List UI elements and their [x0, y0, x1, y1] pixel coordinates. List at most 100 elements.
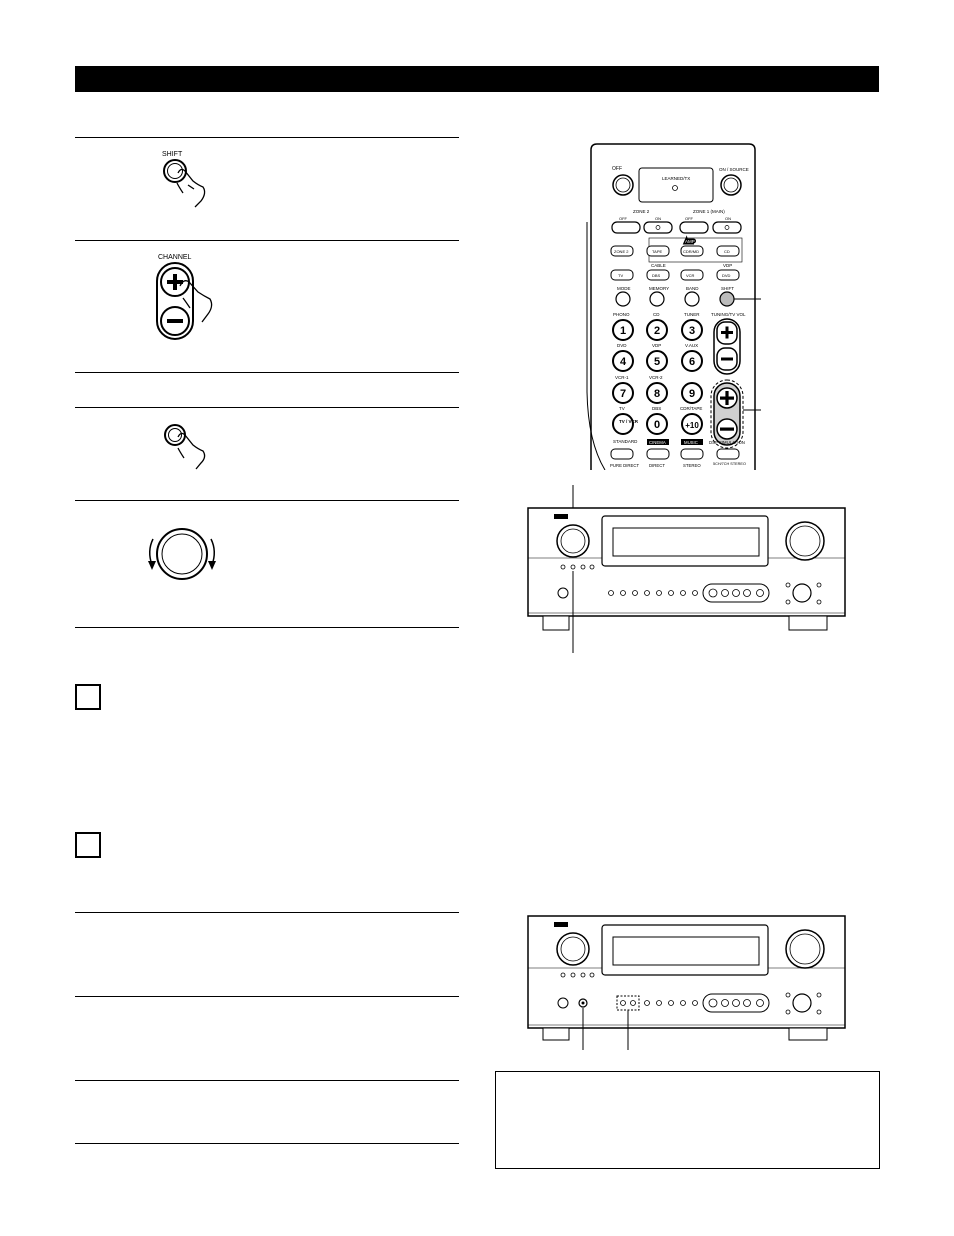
svg-text:OFF: OFF — [685, 216, 694, 221]
channel-press-illustration: CHANNEL — [156, 254, 213, 340]
svg-text:VCR: VCR — [686, 273, 695, 278]
digit-label: 0 — [654, 419, 660, 431]
svg-text:TV / VCR: TV / VCR — [619, 419, 639, 424]
divider — [75, 1143, 459, 1144]
digit-button-2 — [646, 319, 668, 341]
svg-text:ZONE 2: ZONE 2 — [633, 209, 650, 214]
svg-text:DBS: DBS — [652, 406, 661, 411]
svg-text:CD: CD — [653, 312, 660, 317]
brand-logo — [554, 514, 568, 519]
svg-text:ON / SOURCE: ON / SOURCE — [719, 167, 749, 172]
digit-button-7 — [612, 382, 634, 404]
svg-text:CDR/TAPE: CDR/TAPE — [680, 406, 702, 411]
svg-text:ON: ON — [725, 216, 731, 221]
digit-button-4 — [612, 350, 634, 372]
digit-button-9 — [681, 382, 703, 404]
shift-press-illustration: SHIFT — [162, 151, 206, 208]
svg-text:VCR-1: VCR-1 — [615, 375, 629, 380]
svg-text:SHIFT: SHIFT — [721, 286, 734, 291]
svg-text:OFF: OFF — [619, 216, 628, 221]
svg-text:ZONE 1 (MAIN): ZONE 1 (MAIN) — [693, 209, 725, 214]
digit-label: +10 — [685, 421, 699, 430]
section-header-bar — [75, 66, 879, 92]
digit-button-+10 — [681, 413, 703, 435]
svg-text:ON: ON — [655, 216, 661, 221]
digit-label: 4 — [620, 356, 627, 368]
digit-button-6 — [681, 350, 703, 372]
hand-icon — [177, 432, 206, 470]
input-selector-knob — [556, 524, 590, 558]
receiver-front-panel-1 — [527, 485, 846, 653]
divider — [75, 372, 459, 373]
svg-text:ZONE 2: ZONE 2 — [614, 249, 629, 254]
step-number-box — [75, 684, 101, 710]
svg-text:5CH/7CH STEREO: 5CH/7CH STEREO — [713, 462, 746, 466]
svg-text:STANDARD: STANDARD — [613, 439, 638, 444]
learned-tx-led — [672, 185, 678, 191]
divider — [75, 1080, 459, 1081]
svg-text:CDR/MD: CDR/MD — [683, 249, 699, 254]
note-box — [495, 1071, 880, 1169]
svg-text:PURE DIRECT: PURE DIRECT — [610, 463, 640, 468]
svg-text:MEMORY: MEMORY — [649, 286, 669, 291]
svg-text:DBS: DBS — [652, 273, 661, 278]
divider — [75, 996, 459, 997]
svg-text:OFF: OFF — [612, 166, 622, 172]
divider — [75, 240, 459, 241]
brand-logo — [554, 922, 568, 927]
svg-text:TUNER: TUNER — [684, 312, 700, 317]
display-window — [612, 527, 760, 557]
digit-label: 7 — [620, 388, 626, 400]
svg-text:STEREO: STEREO — [683, 463, 701, 468]
svg-text:LEARNED/TX: LEARNED/TX — [662, 176, 690, 181]
svg-text:DVD: DVD — [722, 273, 731, 278]
divider — [75, 407, 459, 408]
svg-text:VCR-2: VCR-2 — [649, 375, 663, 380]
step-number-box — [75, 832, 101, 858]
hand-icon — [179, 280, 213, 323]
svg-text:CABLE: CABLE — [651, 263, 666, 268]
button-press-illustration — [164, 424, 206, 470]
divider — [75, 627, 459, 628]
svg-text:V.AUX: V.AUX — [685, 343, 698, 348]
digit-button-grid: 1 2 3 4 5 6 7 8 9 0 +10 — [612, 319, 703, 435]
digit-label: 9 — [689, 388, 695, 400]
svg-text:TAPE: TAPE — [652, 249, 662, 254]
digit-label: 8 — [654, 388, 660, 400]
svg-text:DSP SIMULATION: DSP SIMULATION — [709, 440, 745, 445]
svg-text:TV: TV — [619, 406, 625, 411]
remote-control-illustration: OFF LEARNED/TX ON / SOURCE ZONE 2 ZONE 1… — [586, 143, 761, 470]
master-volume-knob — [785, 521, 825, 561]
digit-button-3 — [681, 319, 703, 341]
digit-button-1 — [612, 319, 634, 341]
svg-text:VDP: VDP — [723, 263, 732, 268]
digit-label: 1 — [620, 325, 626, 337]
svg-text:AMP: AMP — [685, 239, 695, 244]
svg-text:TUNING/TV VOL: TUNING/TV VOL — [711, 312, 746, 317]
svg-text:TV: TV — [618, 273, 623, 278]
svg-text:DVD: DVD — [617, 343, 627, 348]
channel-label: CHANNEL — [158, 254, 192, 261]
digit-label: 2 — [654, 325, 660, 337]
digit-label: 6 — [689, 356, 695, 368]
digit-label: 5 — [654, 356, 660, 368]
svg-text:MUSIC: MUSIC — [684, 440, 698, 445]
receiver-front-panel-2 — [527, 915, 846, 1050]
divider — [75, 500, 459, 501]
digit-label: 3 — [689, 325, 695, 337]
digit-button-0 — [646, 413, 668, 435]
svg-text:BAND: BAND — [686, 286, 699, 291]
divider — [75, 912, 459, 913]
shift-button-highlighted — [719, 291, 735, 307]
digit-button-5 — [646, 350, 668, 372]
learned-tx-window — [638, 167, 714, 203]
svg-text:MODE: MODE — [617, 286, 631, 291]
svg-text:CD: CD — [724, 249, 730, 254]
svg-text:CINEMA: CINEMA — [649, 440, 666, 445]
svg-text:PHONO: PHONO — [613, 312, 630, 317]
hand-icon — [176, 168, 206, 208]
svg-text:DIRECT: DIRECT — [649, 463, 665, 468]
digit-button-8 — [646, 382, 668, 404]
divider — [75, 137, 459, 138]
rotary-knob-illustration — [148, 528, 216, 580]
